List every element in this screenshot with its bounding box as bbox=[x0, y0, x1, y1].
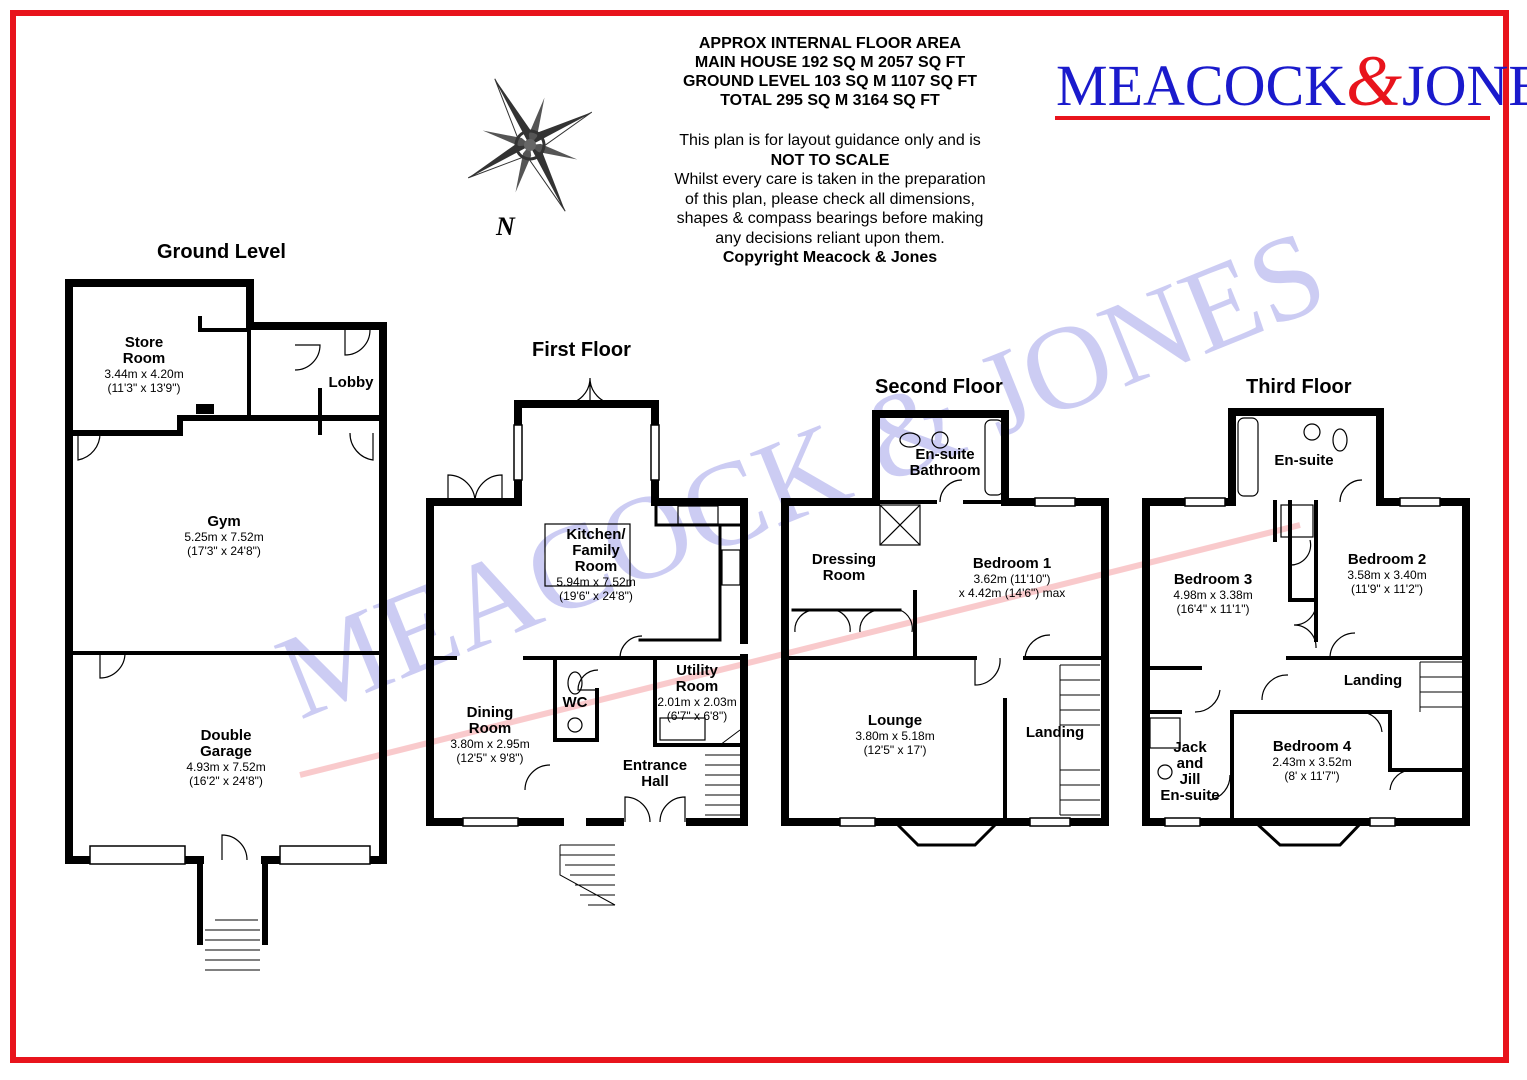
room-wc: WC bbox=[562, 694, 588, 711]
room-bedroom-4: Bedroom 4 2.43m x 3.52m (8' x 11'7") bbox=[1272, 738, 1352, 784]
total-area: TOTAL 295 SQ M 3164 SQ FT bbox=[720, 92, 940, 109]
logo-ampersand: & bbox=[1346, 41, 1403, 121]
wc-basin bbox=[567, 717, 583, 733]
kitchen-window-right bbox=[650, 424, 660, 481]
north-label: N bbox=[496, 212, 515, 241]
stairs bbox=[205, 661, 1462, 971]
copyright: Copyright Meacock & Jones bbox=[722, 249, 938, 266]
wc-toilet bbox=[567, 671, 583, 695]
disclaimer-line: any decisions reliant upon them. bbox=[715, 229, 945, 247]
kitchen-window-left bbox=[513, 424, 523, 481]
svg-text:MEACOCK & JONES: MEACOCK & JONES bbox=[260, 204, 1342, 744]
kitchen-sink bbox=[677, 505, 719, 525]
room-utility: Utility Room 2.01m x 2.03m (6'7" x 6'8") bbox=[657, 662, 737, 724]
room-ensuite-third: En-suite bbox=[1274, 452, 1334, 469]
room-kitchen: Kitchen/ Family Room 5.94m x 7.52m (19'6… bbox=[556, 526, 636, 604]
disclaimer-line: of this plan, please check all dimension… bbox=[685, 190, 975, 208]
fixtures bbox=[544, 417, 1348, 780]
floor-title-ground: Ground Level bbox=[157, 241, 286, 263]
area-title: APPROX INTERNAL FLOOR AREA bbox=[698, 35, 962, 52]
door-swings bbox=[77, 329, 1413, 861]
room-garage: Double Garage 4.93m x 7.52m (16'2" x 24'… bbox=[186, 727, 266, 789]
dining-window bbox=[462, 817, 519, 827]
room-lobby: Lobby bbox=[328, 374, 374, 391]
brand-logo: MEACOCK&JONES bbox=[1056, 40, 1527, 123]
shower-tray bbox=[879, 504, 921, 546]
page-border bbox=[10, 10, 1509, 1063]
room-ensuite-bathroom: En-suite Bathroom bbox=[909, 446, 981, 479]
room-bedroom-1: Bedroom 1 3.62m (11'10") x 4.42m (14'6")… bbox=[958, 555, 1066, 601]
main-house-area: MAIN HOUSE 192 SQ M 2057 SQ FT bbox=[694, 54, 966, 71]
room-entrance-hall: Entrance Hall bbox=[622, 757, 688, 790]
utility-sink bbox=[659, 717, 706, 741]
area-summary: APPROX INTERNAL FLOOR AREA MAIN HOUSE 19… bbox=[610, 34, 1050, 110]
room-landing-second: Landing bbox=[1025, 724, 1085, 741]
room-bedroom-2: Bedroom 2 3.58m x 3.40m (11'9" x 11'2") bbox=[1347, 551, 1427, 597]
room-bedroom-3: Bedroom 3 4.98m x 3.38m (16'4" x 11'1") bbox=[1173, 571, 1253, 617]
room-lounge: Lounge 3.80m x 5.18m (12'5" x 17') bbox=[855, 712, 935, 758]
garage-window-left bbox=[89, 845, 186, 865]
room-store: Store Room 3.44m x 4.20m (11'3" x 13'9") bbox=[104, 334, 184, 396]
disclaimer-line: Whilst every care is taken in the prepar… bbox=[674, 171, 986, 188]
floor-title-first: First Floor bbox=[532, 339, 631, 361]
walls bbox=[65, 279, 1470, 945]
watermark: MEACOCK & JONES bbox=[260, 204, 1342, 778]
disclaimer-line: shapes & compass bearings before making bbox=[676, 210, 984, 227]
room-dining: Dining Room 3.80m x 2.95m (12'5" x 9'8") bbox=[450, 704, 530, 766]
room-jack-and-jill: Jack and Jill En-suite bbox=[1160, 739, 1220, 804]
jj-shower bbox=[1149, 717, 1181, 749]
floor-title-second: Second Floor bbox=[875, 376, 1003, 398]
third-bath bbox=[1237, 417, 1259, 497]
compass-rose bbox=[467, 78, 593, 212]
ensuite-toilet bbox=[899, 432, 921, 448]
disclaimer-line: This plan is for layout guidance only an… bbox=[679, 132, 981, 149]
jj-basin bbox=[1157, 764, 1173, 780]
lounge-bay-window bbox=[893, 820, 1000, 847]
ensuite-basin bbox=[931, 431, 949, 449]
floor-title-third: Third Floor bbox=[1246, 376, 1352, 398]
room-gym: Gym 5.25m x 7.52m (17'3" x 24'8") bbox=[184, 513, 264, 559]
bed4-bay-window bbox=[1253, 820, 1364, 847]
bath bbox=[984, 419, 1004, 496]
logo-left-word: MEACOCK bbox=[1056, 53, 1347, 118]
garage-window-right bbox=[279, 845, 371, 865]
third-outline bbox=[1142, 408, 1470, 826]
logo-right-word: JONES bbox=[1402, 53, 1527, 118]
room-landing-third: Landing bbox=[1343, 672, 1403, 689]
room-dressing: Dressing Room bbox=[811, 551, 877, 584]
disclaimer: This plan is for layout guidance only an… bbox=[610, 131, 1050, 268]
ground-level-area: GROUND LEVEL 103 SQ M 1107 SQ FT bbox=[682, 73, 977, 90]
kitchen-island bbox=[544, 523, 631, 587]
not-to-scale: NOT TO SCALE bbox=[770, 151, 890, 169]
hob bbox=[721, 549, 741, 586]
